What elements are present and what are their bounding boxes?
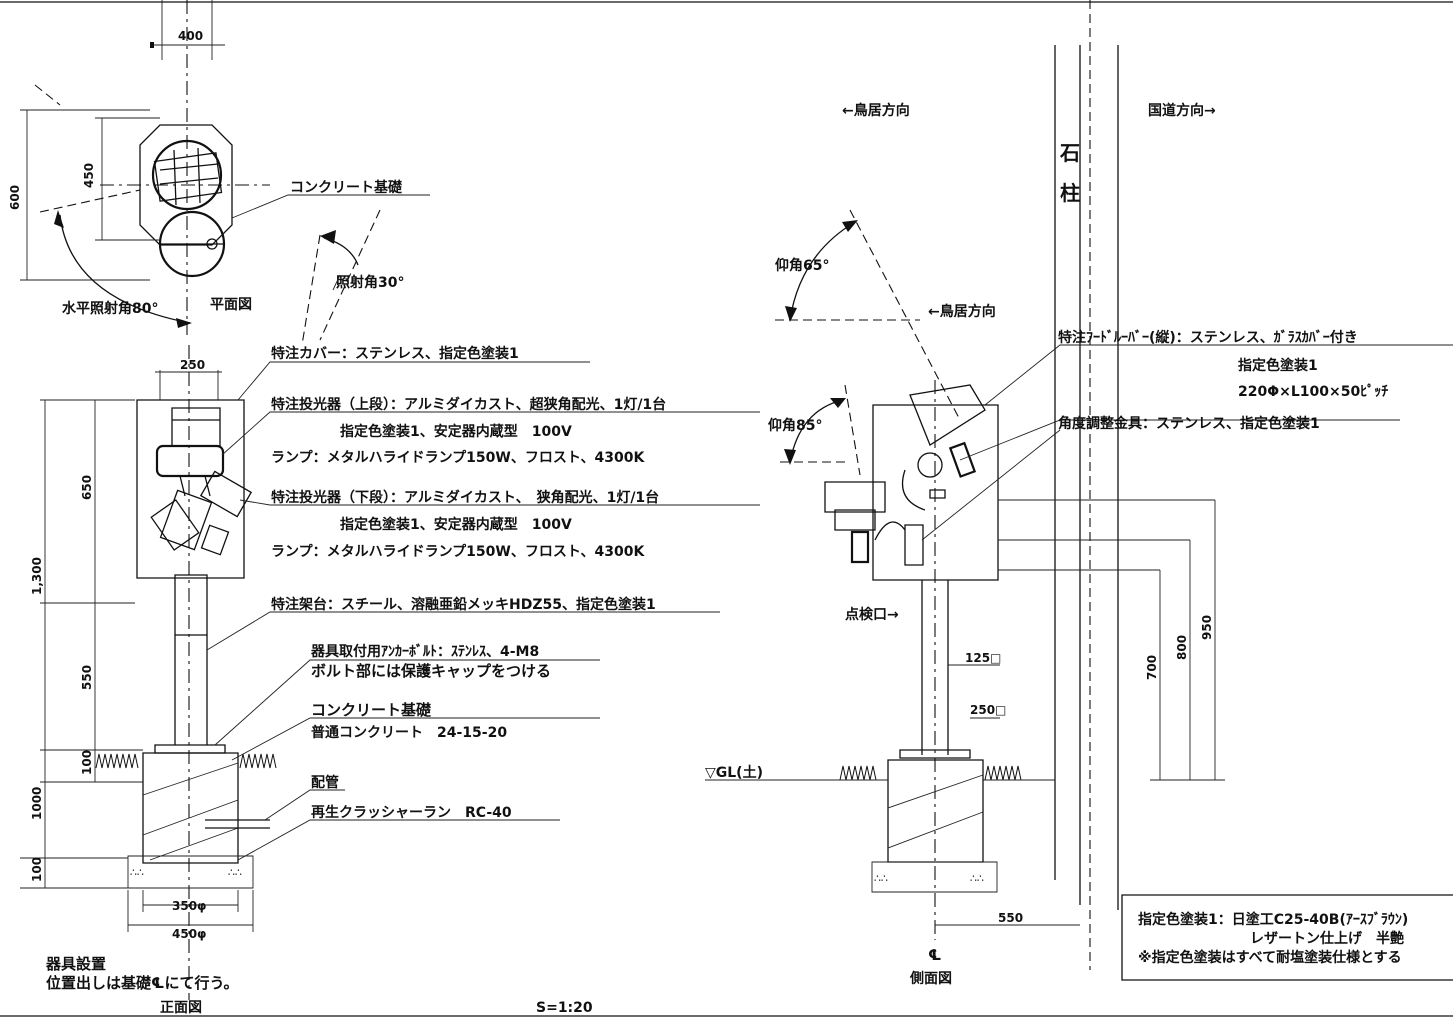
side-dim-800: 800	[1175, 635, 1189, 660]
spec-lower-line2: 指定色塗装1、安定器内蔵型 100V	[340, 516, 572, 533]
svg-text:∴∴: ∴∴	[874, 872, 888, 885]
svg-text:∴∴: ∴∴	[228, 866, 242, 879]
hood-louver-line1: 特注ﾌｰﾄﾞﾙｰﾊﾞｰ(縦)：ステンレス、ｶﾞﾗｽｶﾊﾞｰ付き	[1058, 329, 1358, 346]
front-dim-100-bottom: 100	[30, 857, 44, 882]
paint-note-box	[1122, 895, 1453, 980]
spec-cover: 特注カバー：ステンレス、指定色塗装1	[271, 345, 519, 362]
side-dir-torii-top: ←鳥居方向	[842, 102, 910, 119]
svg-text:∴∴: ∴∴	[970, 872, 984, 885]
inspection-port-label: 点検口→	[845, 606, 899, 623]
plan-concrete-foundation-label: コンクリート基礎	[290, 179, 403, 196]
plan-horizontal-angle-label: 水平照射角80°	[62, 300, 158, 317]
side-dir-national-road: 国道方向→	[1148, 102, 1216, 119]
plan-view-title: 平面図	[210, 297, 252, 313]
side-dir-torii-mid: ←鳥居方向	[928, 303, 996, 320]
hood-louver-line2: 指定色塗装1	[1238, 357, 1318, 374]
scale-label: S=1:20	[536, 1000, 593, 1016]
spec-foundation-line2: 普通コンクリート 24-15-20	[311, 724, 507, 741]
paint-note-line2: レザートン仕上げ 半艶	[1250, 930, 1404, 947]
side-dim-550: 550	[998, 911, 1023, 925]
paint-note-line3: ※指定色塗装はすべて耐塩塗装仕様とする	[1138, 949, 1402, 966]
spec-lower-line3: ランプ：メタルハライドランプ150W、フロスト、4300K	[271, 544, 646, 560]
front-view: ∴∴ ∴∴	[20, 345, 760, 1000]
side-dim-250: 250□	[970, 703, 1006, 717]
spec-stand: 特注架台：スチール、溶融亜鉛メッキHDZ55、指定色塗装1	[271, 596, 656, 613]
svg-text:∴∴: ∴∴	[130, 866, 144, 879]
spec-foundation-line1: コンクリート基礎	[311, 701, 432, 719]
front-dim-250: 250	[180, 358, 205, 372]
elev-angle-65: 仰角65°	[775, 257, 829, 274]
stone-pillar-char-2: 柱	[1060, 181, 1080, 205]
plan-view	[20, 0, 430, 345]
spec-anchor-line2: ボルト部には保護キャップをつける	[311, 662, 551, 680]
stone-pillar-char-1: 石	[1059, 141, 1080, 165]
paint-note-line1: 指定色塗装1：日塗工C25-40B(ｱｰｽﾌﾞﾗｳﾝ)	[1138, 911, 1408, 928]
plan-dim-450: 450	[82, 163, 96, 188]
side-dim-950: 950	[1200, 615, 1214, 640]
spec-upper-line2: 指定色塗装1、安定器内蔵型 100V	[340, 423, 572, 440]
hood-louver-line3: 220Φ×L100×50ﾋﾟｯﾁ	[1238, 383, 1388, 400]
plan-dim-600: 600	[8, 185, 22, 210]
front-dim-1000: 1000	[30, 787, 44, 820]
plan-dim-width: 400	[178, 29, 203, 43]
spec-lower-line1: 特注投光器（下段）：アルミダイカスト、 狭角配光、1灯/1台	[271, 489, 659, 506]
gl-label: ▽GL(土)	[705, 764, 763, 781]
front-dim-350: 350φ	[172, 899, 206, 913]
spec-upper-line3: ランプ：メタルハライドランプ150W、フロスト、4300K	[271, 450, 646, 466]
side-view: ∴∴ ∴∴	[705, 0, 1453, 970]
side-dim-700: 700	[1145, 655, 1159, 680]
front-dim-100-top: 100	[80, 750, 94, 775]
installation-note-line2: 位置出しは基礎℄にて行う。	[46, 974, 239, 992]
spec-anchor-line1: 器具取付用ｱﾝｶｰﾎﾞﾙﾄ：ｽﾃﾝﾚｽ、4-M8	[310, 643, 539, 660]
front-dim-1300: 1,300	[30, 557, 44, 595]
installation-note-line1: 器具設置	[45, 955, 106, 973]
side-centerline-mark: ℄	[928, 946, 941, 964]
angle-bracket-label: 角度調整金具：ステンレス、指定色塗装1	[1058, 415, 1320, 432]
spec-piping: 配管	[311, 774, 339, 791]
front-dim-450: 450φ	[172, 927, 206, 941]
side-view-title: 側面図	[909, 970, 952, 987]
spec-upper-line1: 特注投光器（上段）：アルミダイカスト、超狭角配光、1灯/1台	[271, 396, 666, 413]
front-dim-650: 650	[80, 475, 94, 500]
spec-crusher-run: 再生クラッシャーラン RC-40	[311, 804, 512, 821]
elev-angle-85: 仰角85°	[768, 417, 822, 434]
front-dim-550: 550	[80, 665, 94, 690]
plan-irradiation-angle-label: 照射角30°	[336, 274, 404, 291]
side-dim-125: 125□	[965, 651, 1001, 665]
front-view-title: 正面図	[160, 1000, 202, 1016]
